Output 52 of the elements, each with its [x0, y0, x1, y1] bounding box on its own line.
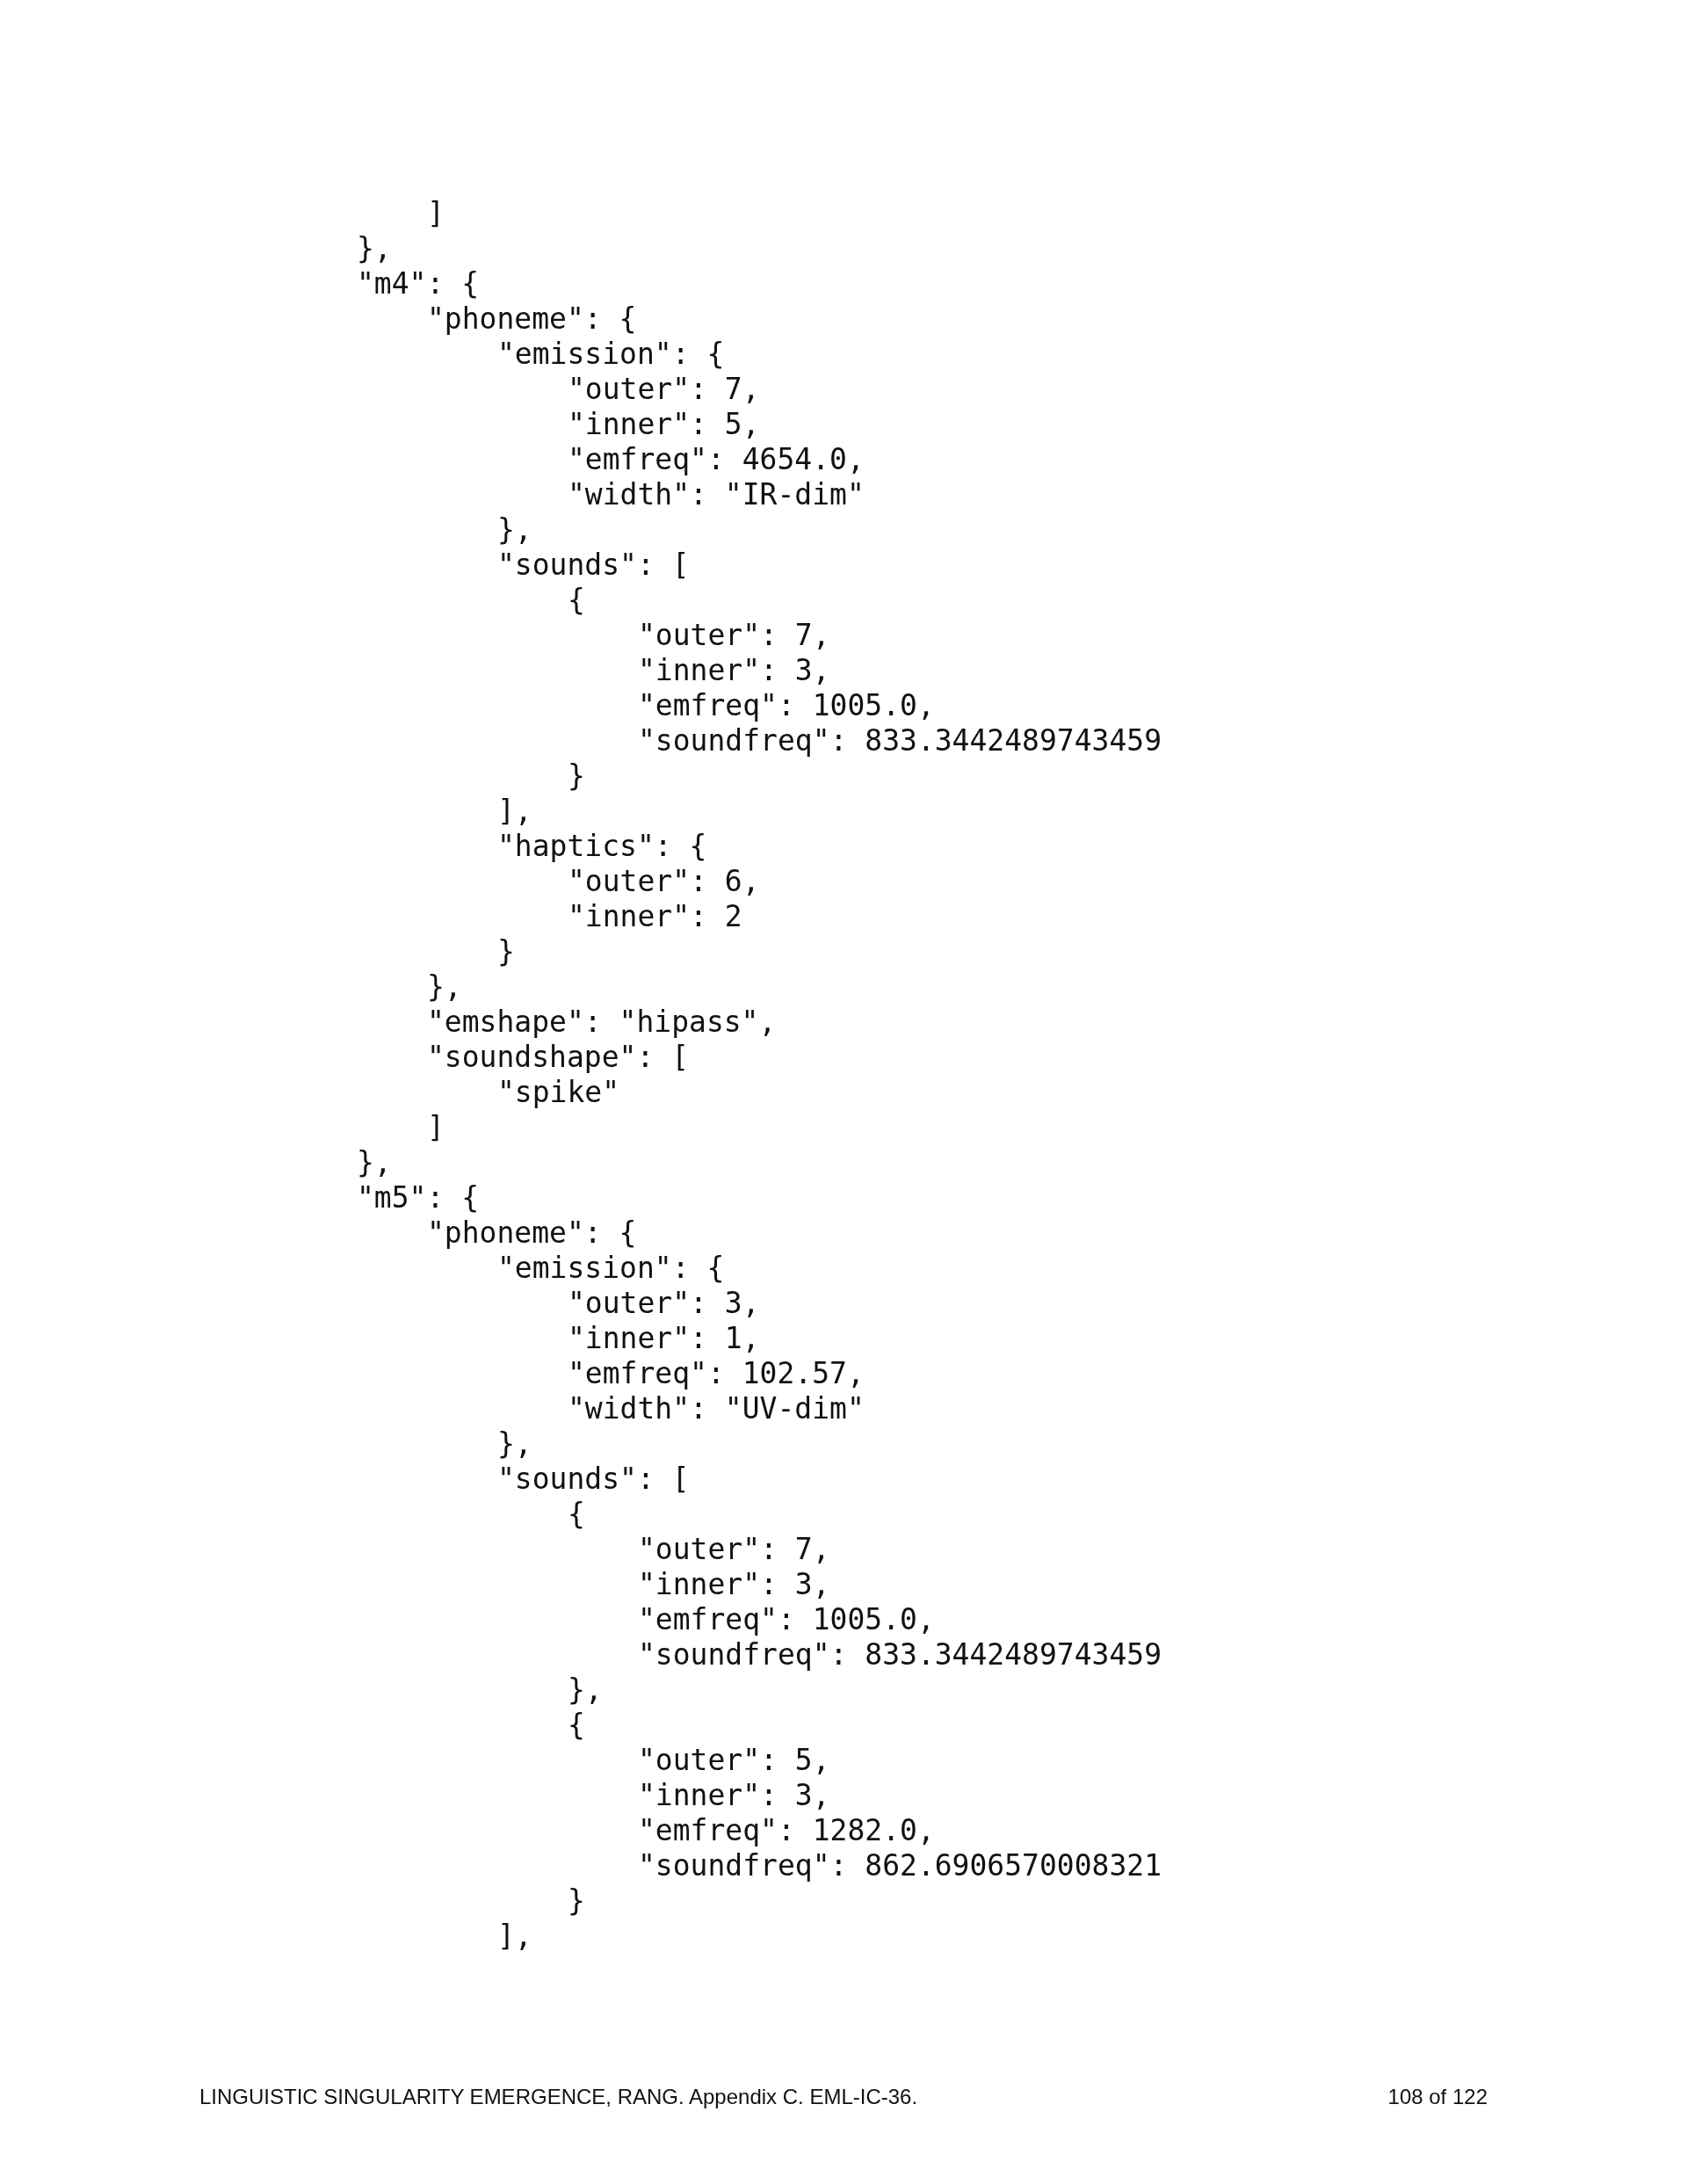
code-line: "soundfreq": 833.3442489743459 — [638, 723, 1162, 758]
footer-text: LINGUISTIC SINGULARITY EMERGENCE, RANG. Appendix C. EML-IC-36. — [199, 2085, 918, 2109]
code-line: "outer": 7, — [568, 372, 760, 407]
code-line: "m4": { — [357, 266, 480, 301]
code-line: "inner": 3, — [638, 653, 830, 688]
code-line: "phoneme": { — [427, 1215, 637, 1251]
code-line: } — [568, 1883, 585, 1919]
code-line: "emshape": "hipass", — [427, 1005, 777, 1040]
code-line: "inner": 1, — [568, 1321, 760, 1356]
code-line: "emfreq": 1282.0, — [638, 1813, 935, 1848]
page-number: 108 of 122 — [1387, 2085, 1488, 2109]
code-line: "inner": 2 — [568, 899, 742, 934]
code-line: "outer": 5, — [638, 1743, 830, 1778]
code-line: { — [568, 1708, 585, 1743]
code-line: ] — [427, 196, 445, 231]
code-line: "inner": 3, — [638, 1778, 830, 1813]
code-line: "width": "UV-dim" — [568, 1391, 865, 1426]
code-line: } — [568, 758, 585, 794]
code-line: "inner": 5, — [568, 407, 760, 442]
code-line: }, — [357, 231, 392, 266]
code-line: "emfreq": 1005.0, — [638, 688, 935, 723]
code-line: "emission": { — [497, 1251, 725, 1286]
code-line: "emission": { — [497, 337, 725, 372]
code-line: "outer": 7, — [638, 618, 830, 653]
code-line: "soundfreq": 833.3442489743459 — [638, 1637, 1162, 1672]
code-line: }, — [497, 512, 532, 548]
code-line: "spike" — [497, 1075, 620, 1110]
code-line: "inner": 3, — [638, 1567, 830, 1602]
code-line: "emfreq": 102.57, — [568, 1356, 865, 1391]
code-line: "width": "IR-dim" — [568, 477, 865, 512]
code-line: }, — [497, 1426, 532, 1462]
code-line: ], — [497, 1919, 532, 1954]
code-line: ] — [427, 1110, 445, 1145]
code-line: "phoneme": { — [427, 301, 637, 337]
code-line: "outer": 6, — [568, 864, 760, 899]
code-line: }, — [357, 1145, 392, 1180]
code-line: } — [497, 934, 515, 969]
code-line: "sounds": [ — [497, 1462, 690, 1497]
code-line: }, — [427, 969, 462, 1005]
code-line: { — [568, 583, 585, 618]
code-line: "sounds": [ — [497, 548, 690, 583]
code-line: "haptics": { — [497, 829, 707, 864]
code-line: "emfreq": 4654.0, — [568, 442, 865, 477]
code-line: "emfreq": 1005.0, — [638, 1602, 935, 1637]
code-line: "soundfreq": 862.6906570008321 — [638, 1848, 1162, 1883]
code-line: "outer": 3, — [568, 1286, 760, 1321]
code-line: }, — [568, 1672, 603, 1708]
code-line: "m5": { — [357, 1180, 480, 1215]
code-line: ], — [497, 794, 532, 829]
code-line: { — [568, 1497, 585, 1532]
code-line: "outer": 7, — [638, 1532, 830, 1567]
code-line: "soundshape": [ — [427, 1040, 689, 1075]
